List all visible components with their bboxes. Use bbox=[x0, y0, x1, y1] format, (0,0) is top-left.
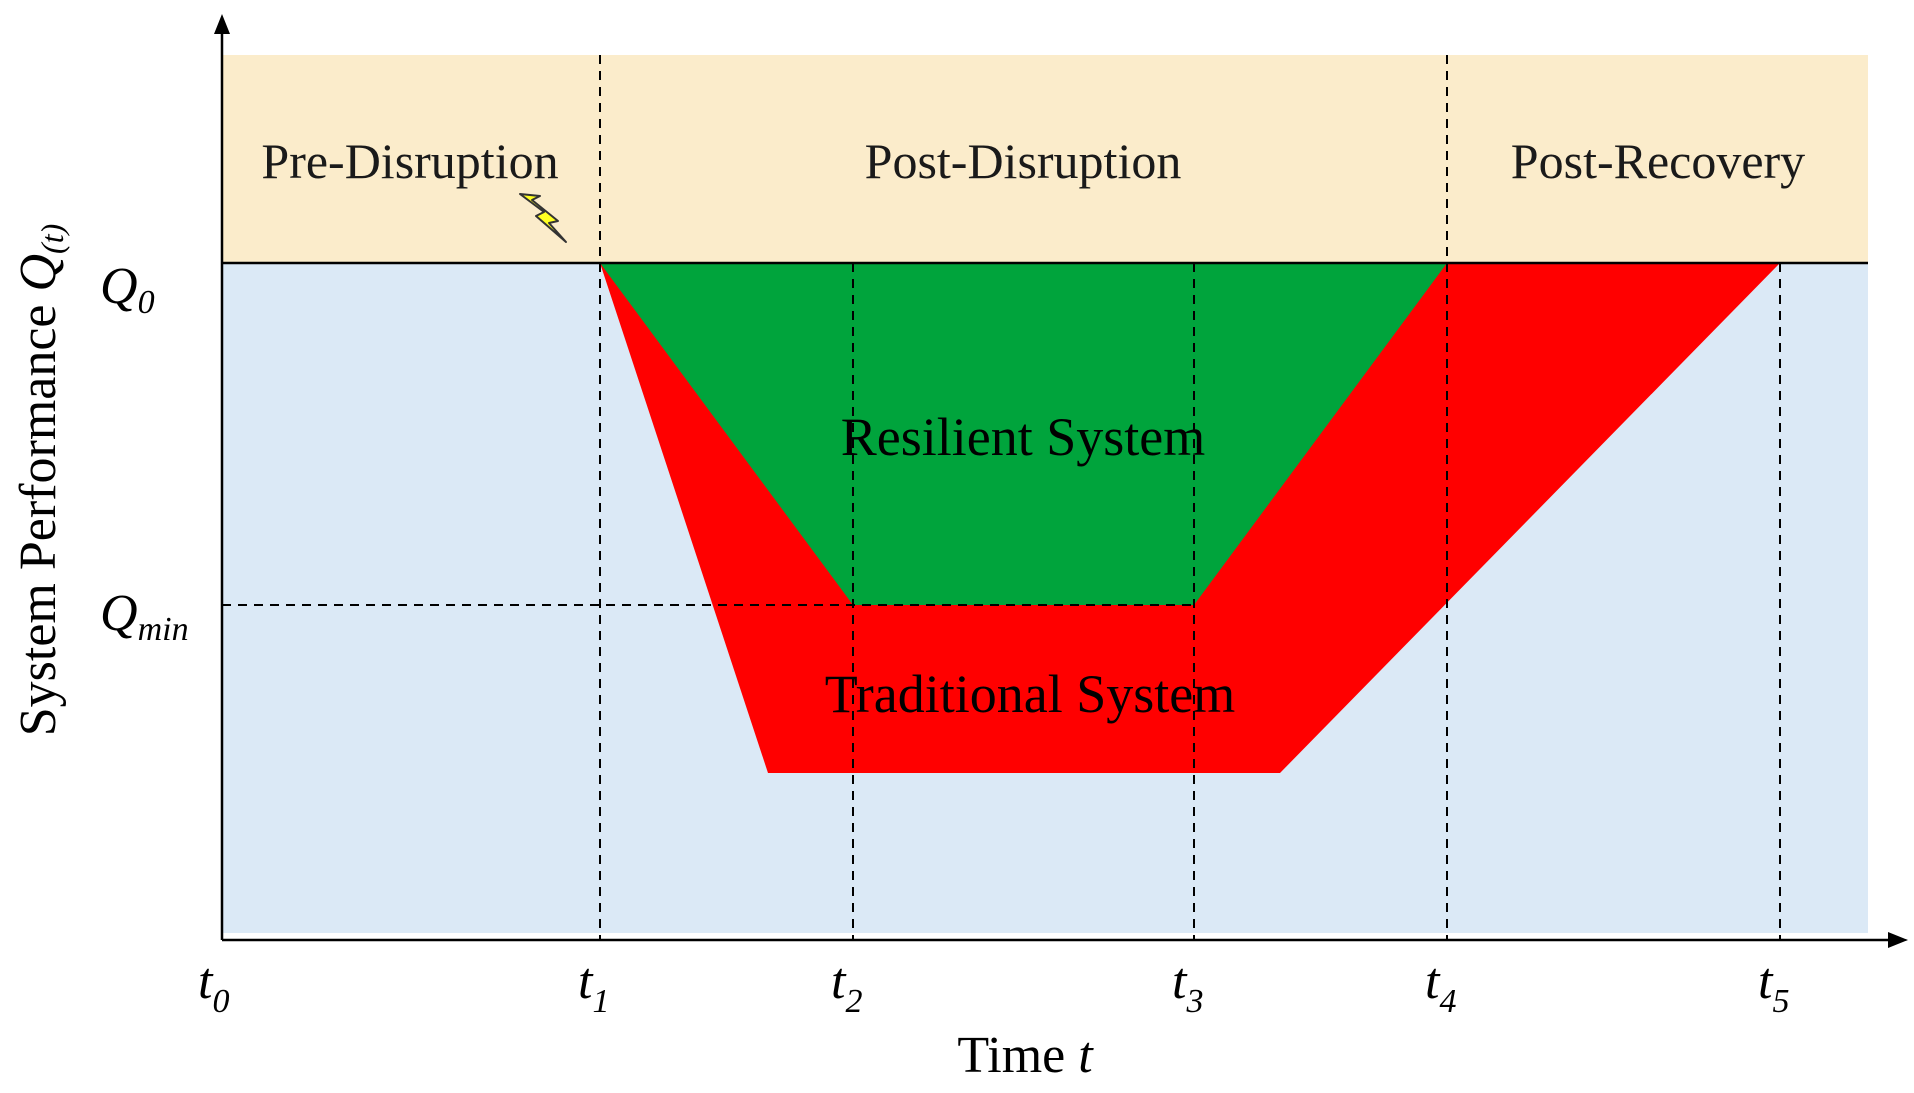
x-tick-t1: t1 bbox=[578, 953, 609, 1020]
x-tick-t2: t2 bbox=[831, 953, 862, 1020]
phase-label-post-recovery: Post-Recovery bbox=[1511, 133, 1805, 189]
x-axis-arrowhead bbox=[1888, 932, 1908, 948]
x-tick-t4: t4 bbox=[1425, 953, 1456, 1020]
x-tick-t0: t0 bbox=[198, 953, 229, 1020]
y-axis-arrowhead bbox=[214, 14, 230, 34]
phase-label-pre-disruption: Pre-Disruption bbox=[261, 133, 558, 189]
x-tick-t5: t5 bbox=[1758, 953, 1789, 1020]
x-axis-title: Time t bbox=[957, 1027, 1094, 1084]
lightning-bolt-icon bbox=[519, 193, 567, 243]
resilient-system-label: Resilient System bbox=[841, 407, 1206, 467]
y-tick-qmin: Qmin bbox=[100, 585, 189, 648]
phase-label-post-disruption: Post-Disruption bbox=[865, 133, 1182, 189]
y-axis-title: System Performance Q(t) bbox=[10, 224, 70, 737]
traditional-system-label: Traditional System bbox=[825, 664, 1236, 724]
x-tick-t3: t3 bbox=[1172, 953, 1203, 1020]
performance-above-band bbox=[222, 55, 1868, 263]
y-tick-q0: Q0 bbox=[100, 258, 155, 321]
resilient-system-region bbox=[600, 263, 1447, 605]
